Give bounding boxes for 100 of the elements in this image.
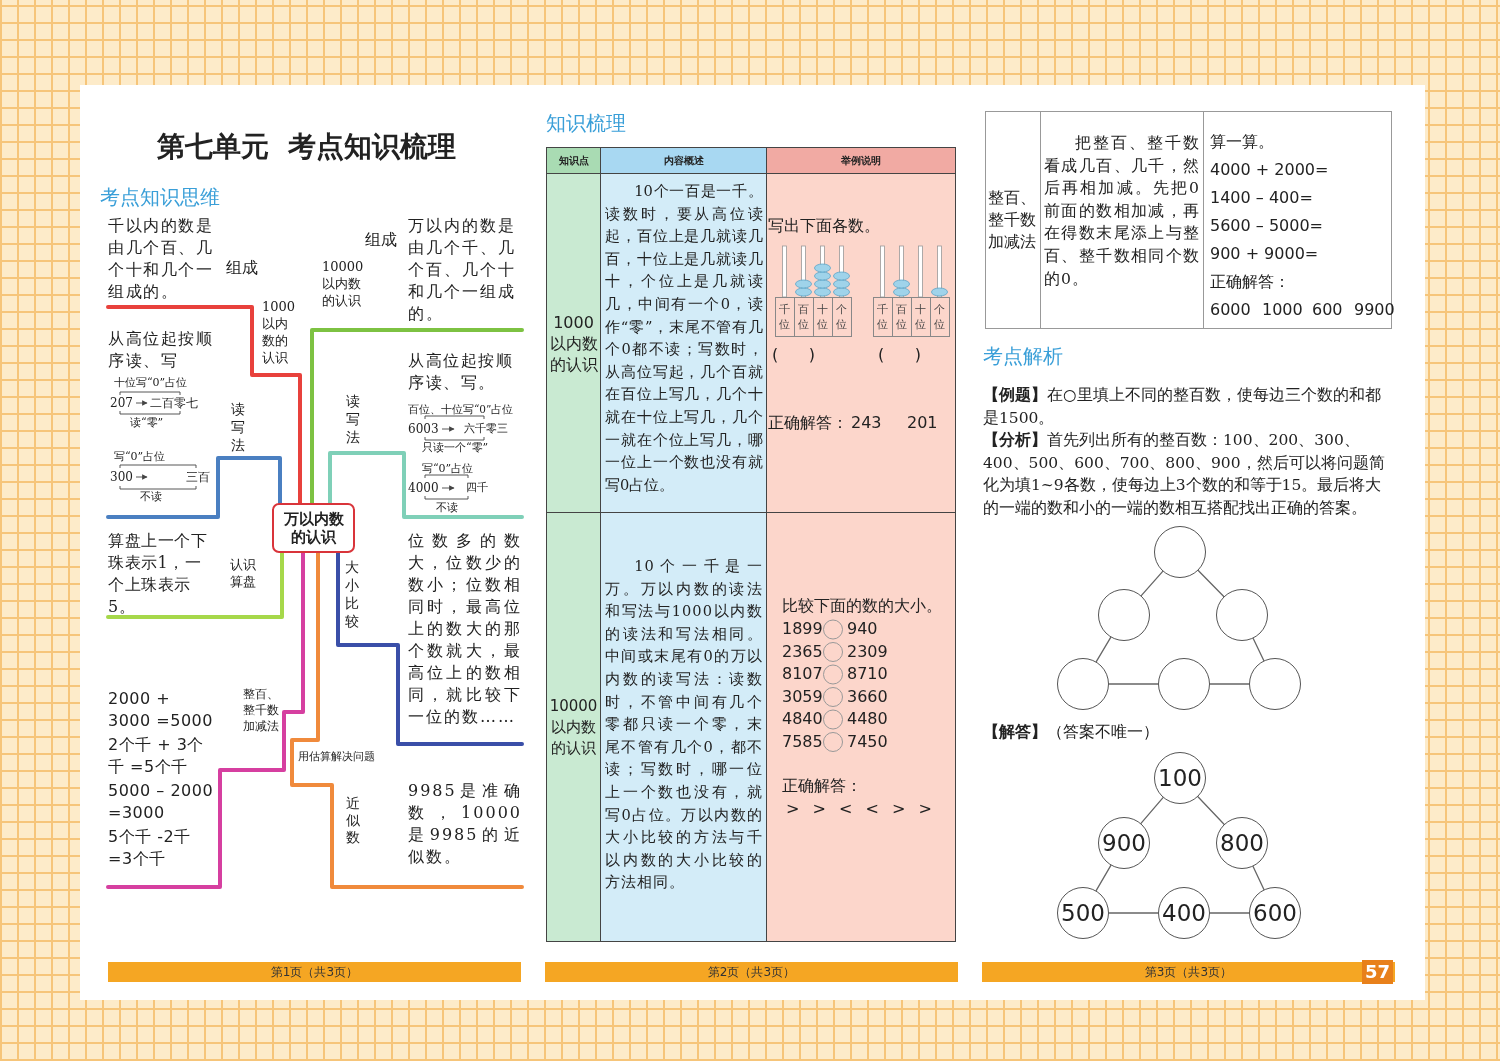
header-cell: 内容概述 bbox=[600, 147, 767, 174]
example-number: 写“0”占位 bbox=[114, 450, 166, 464]
branch-line bbox=[290, 551, 524, 889]
example-number: 207 bbox=[110, 396, 133, 410]
branch-label: 组成 bbox=[365, 230, 397, 249]
branch-text: 千以内的数是由几个百、几个十和几个一组成的。 bbox=[108, 215, 216, 307]
branch-line bbox=[106, 456, 282, 519]
comparison-number: 3660 bbox=[847, 686, 888, 706]
answer-text: 9900 bbox=[1354, 300, 1395, 319]
branch-label: 认识算盘 bbox=[230, 556, 257, 590]
branch-label: 10000以内数的认识 bbox=[322, 258, 362, 309]
example-number: 6003 bbox=[408, 422, 439, 436]
branch-text: 5个千 -2千 =3个千 bbox=[108, 826, 192, 870]
comparison-number: 2309 bbox=[847, 641, 888, 661]
comparison-number: 1899 bbox=[782, 619, 823, 638]
equation-text: 4000 + 2000= bbox=[1210, 160, 1329, 179]
answer-text: 243 bbox=[851, 413, 882, 432]
comparison-number: 940 bbox=[847, 619, 878, 638]
question-text: 比较下面的数的大小。 bbox=[782, 596, 942, 617]
branch-line bbox=[336, 551, 524, 746]
topic-box: 万以内数的认识 bbox=[272, 503, 355, 553]
branch-label: 大小比较 bbox=[345, 558, 360, 630]
table-cell: 把整百、整千数看成几百、几千，然后再相加减。先把0前面的数相加减，再在得数末尾添上与整百、整千数相同个数的0。 bbox=[1040, 111, 1204, 329]
place-value-box: 十位 bbox=[813, 297, 833, 337]
branch-line bbox=[310, 328, 524, 505]
example-number: 写“0”占位 bbox=[422, 462, 474, 476]
question-text: 算一算。 bbox=[1210, 132, 1274, 153]
place-value-box: 千位 bbox=[873, 297, 893, 337]
comparison-number: 7585 bbox=[782, 731, 823, 751]
footer-bar: 第2页（共3页） bbox=[545, 962, 958, 982]
answer-text: 600 bbox=[1312, 300, 1343, 319]
table-cell: 10个一百是一千。读数时，要从高位读起，百位上是几就读几百，十位上是几就读几十，个位上是几就读几，中间有一个0，读作“零”，末尾不管有几个0都不读；写数时，从高位写起，几个百就在百位上写几，几个十就在十位上写几，几个一就在个位上写几，哪一位上一个数也没有就写0占位。 bbox=[600, 173, 767, 513]
comparison-number: 3059 bbox=[782, 686, 823, 706]
branch-label: 读写法 bbox=[231, 400, 246, 454]
note-text: 4000 bbox=[408, 481, 439, 495]
answer-blank: ( ) bbox=[772, 345, 815, 364]
connector-line bbox=[1209, 683, 1250, 685]
section-heading: 考点解析 bbox=[983, 343, 1063, 370]
connector-line bbox=[1252, 637, 1265, 662]
connector-line bbox=[1140, 570, 1164, 597]
answer-text: 1000 bbox=[1262, 300, 1303, 319]
branch-text: 2个千 + 3个千 =5个千 bbox=[108, 734, 205, 778]
connector-line bbox=[1108, 912, 1159, 914]
branch-label: 近似数 bbox=[346, 795, 361, 846]
answer-blank: ( ) bbox=[878, 345, 921, 364]
connector-line bbox=[1140, 797, 1164, 824]
answer-text: 正确解答： bbox=[768, 413, 848, 434]
branch-text: 算盘上一个下珠表示1，一个上珠表示5。 bbox=[108, 530, 216, 617]
branch-text: 从高位起按顺序读、写。 bbox=[408, 350, 514, 394]
branch-text: 2000 + 3000 =5000 bbox=[108, 688, 214, 732]
note-text: 只读一个“零” bbox=[422, 441, 489, 455]
connector-line bbox=[1209, 912, 1250, 914]
answer-text: 201 bbox=[907, 413, 938, 432]
branch-line bbox=[328, 451, 524, 519]
branch-line bbox=[106, 305, 302, 505]
branch-label: 读写法 bbox=[346, 392, 361, 446]
place-value-box: 百位 bbox=[794, 297, 814, 337]
note-text: 六千零三 bbox=[464, 422, 508, 436]
comparison-number: 2365 bbox=[782, 641, 823, 661]
note-text: 读“零” bbox=[130, 416, 164, 430]
branch-text: 5000 – 2000 =3000 bbox=[108, 780, 215, 824]
comparison-number: 4480 bbox=[847, 709, 888, 728]
answer-text: 正确解答： bbox=[1210, 272, 1290, 293]
footer-bar: 第1页（共3页） bbox=[108, 962, 521, 982]
comparison-number: 4840 bbox=[782, 709, 823, 728]
table-cell: 整百、整千数加减法 bbox=[985, 111, 1041, 329]
equation-text: 900 + 9000= bbox=[1210, 244, 1319, 263]
branch-label: 组成 bbox=[226, 258, 258, 277]
branch-line bbox=[106, 551, 305, 889]
connector-line bbox=[1095, 864, 1112, 892]
branch-text: 从高位起按顺序读、写 bbox=[108, 328, 214, 372]
connector-line bbox=[1108, 683, 1159, 685]
section-heading: 知识梳理 bbox=[546, 110, 626, 137]
table-cell: 10000以内数的认识 bbox=[546, 512, 601, 942]
equation-text: 5600 – 5000= bbox=[1210, 216, 1323, 235]
table-cell: 1000以内数的认识 bbox=[546, 173, 601, 513]
analysis-paragraph: 【分析】首先列出所有的整百数：100、200、300、400、500、600、700、800、900，然后可以将问题简化为填1~9各数，使每边上3个数的和等于15。最后将大的一端的数和小的一端的数相互搭配找出正确的答案。 bbox=[983, 429, 1386, 519]
example-number: 不读 bbox=[436, 501, 458, 515]
note-text: 十位写“0”占位 bbox=[114, 376, 188, 390]
page-title: 第七单元 考点知识梳理 bbox=[157, 129, 457, 165]
answer-heading: 【解答】（答案不唯一） bbox=[983, 722, 1159, 743]
connector-line bbox=[1197, 569, 1225, 598]
branch-label: 用估算解决问题 bbox=[298, 749, 375, 764]
note-text: 三百 bbox=[186, 470, 210, 484]
note-text: 二百零七 bbox=[150, 396, 198, 410]
answer-text: 6000 bbox=[1210, 300, 1251, 319]
place-value-box: 十位 bbox=[911, 297, 931, 337]
connector-line bbox=[1252, 865, 1265, 891]
connector-line bbox=[1095, 636, 1112, 663]
question-text: 写出下面各数。 bbox=[768, 216, 880, 237]
branch-label: 1000以内数的认识 bbox=[262, 298, 297, 366]
comparison-number: 8107 bbox=[782, 664, 823, 683]
note-text: 百位、十位写“0”占位 bbox=[408, 402, 514, 416]
place-value-box: 个位 bbox=[930, 297, 950, 337]
comparison-number: 7450 bbox=[847, 731, 888, 751]
place-value-box: 个位 bbox=[832, 297, 852, 337]
branch-text: 万以内的数是由几个千、几个百、几个十和几个一组成的。 bbox=[408, 215, 522, 330]
note-text: 300 bbox=[110, 470, 133, 484]
branch-line bbox=[106, 551, 284, 619]
answer-text: 正确解答： bbox=[782, 776, 862, 797]
